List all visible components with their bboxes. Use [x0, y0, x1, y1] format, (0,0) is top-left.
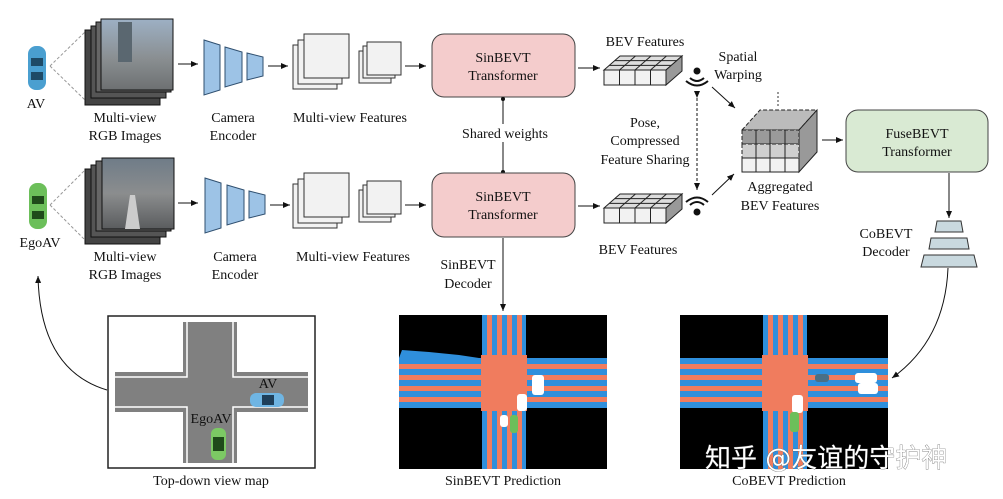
aggregated-bev-features-cube — [740, 92, 819, 174]
bev-features-label-top: BEV Features — [606, 35, 685, 50]
feature-sharing-line3: Feature Sharing — [600, 153, 689, 168]
map-av-label: AV — [259, 377, 277, 392]
aggregated-label-line2: BEV Features — [741, 199, 820, 214]
top-down-view-map: AV EgoAV — [107, 315, 316, 469]
wifi-signal-icon — [685, 196, 709, 216]
fusebevt-label-line2: Transformer — [882, 145, 952, 160]
feature-sharing-line2: Compressed — [610, 134, 679, 149]
vehicle-icon — [500, 415, 508, 427]
cobevt-prediction-caption: CoBEVT Prediction — [732, 474, 846, 489]
sinbevt-prediction-map — [399, 315, 607, 469]
sinbevt-label-line2: Transformer — [468, 69, 538, 84]
rgb-images-label-line2: RGB Images — [89, 129, 162, 144]
sinbevt-label-line2: Transformer — [468, 208, 538, 223]
rgb-images-label-line1: Multi-view — [94, 111, 158, 126]
multiview-features-label: Multi-view Features — [293, 111, 407, 126]
ego-av-label: EgoAV — [20, 236, 61, 251]
shared-weights-label: Shared weights — [462, 127, 548, 142]
cobevt-prediction-map — [680, 315, 888, 469]
fusebevt-label-line1: FuseBEVT — [886, 127, 949, 142]
fusebevt-transformer: FuseBEVT Transformer — [845, 109, 989, 173]
av-label: AV — [27, 97, 45, 112]
cobevt-decoder-label-line2: Decoder — [862, 245, 910, 260]
av-car-icon — [28, 46, 46, 90]
top-down-map-caption: Top-down view map — [153, 474, 269, 489]
sinbevt-decoder-label-line1: SinBEVT — [440, 258, 496, 273]
vehicle-icon — [815, 374, 829, 382]
rgb-images-label-line2: RGB Images — [89, 268, 162, 283]
feature-sharing-line1: Pose, — [630, 116, 660, 131]
vehicle-icon — [858, 383, 878, 394]
sinbevt-label-line1: SinBEVT — [475, 190, 531, 205]
map-ego-av-label: EgoAV — [191, 412, 232, 427]
bev-features-label-bottom: BEV Features — [599, 243, 678, 258]
av-rgb-images — [84, 18, 174, 106]
camera-encoder-label-line1: Camera — [213, 250, 257, 265]
ego-sinbevt-transformer: SinBEVT Transformer — [431, 172, 576, 238]
sinbevt-label-line1: SinBEVT — [475, 51, 531, 66]
camera-encoder-label-line1: Camera — [211, 111, 255, 126]
ego-av-car-icon — [29, 183, 47, 229]
cobevt-decoder — [920, 220, 978, 268]
camera-encoder-label-line2: Encoder — [210, 129, 257, 144]
road-noise — [399, 350, 479, 358]
vehicle-icon — [792, 395, 803, 413]
av-multiview-features — [292, 33, 402, 90]
av-camera-encoder — [203, 39, 264, 96]
aggregated-label-line1: Aggregated — [747, 180, 812, 195]
vehicle-icon — [855, 373, 877, 383]
vehicle-icon — [517, 394, 527, 411]
bev-cell-line — [634, 193, 652, 209]
wifi-signal-icon — [685, 67, 709, 87]
multiview-features-label: Multi-view Features — [296, 250, 410, 265]
bev-cell-line — [634, 55, 652, 71]
ego-multiview-features — [292, 172, 402, 229]
arrow-icon — [711, 86, 736, 109]
cobevt-decoder-label-line1: CoBEVT — [860, 227, 913, 242]
vehicle-icon — [532, 375, 544, 395]
ego-bev-features-grid — [602, 192, 684, 225]
spatial-warping-line1: Spatial — [719, 50, 758, 65]
watermark: 知乎 @友谊的守护神 — [705, 444, 947, 474]
view-cone — [49, 31, 86, 101]
sinbevt-decoder-label-line2: Decoder — [444, 277, 492, 292]
av-sinbevt-transformer: SinBEVT Transformer — [431, 33, 576, 98]
ego-rgb-images — [84, 157, 175, 245]
arrow-icon — [35, 275, 108, 391]
vehicle-icon — [510, 415, 518, 433]
arrow-icon — [891, 267, 949, 379]
map-av-car-icon — [250, 393, 284, 407]
bev-cell-line — [650, 193, 667, 209]
bev-cell-line — [619, 193, 636, 209]
sinbevt-prediction-caption: SinBEVT Prediction — [445, 474, 561, 489]
camera-encoder-label-line2: Encoder — [212, 268, 259, 283]
rgb-images-label-line1: Multi-view — [94, 250, 158, 265]
spatial-warping-line2: Warping — [714, 68, 762, 83]
bev-cell-line — [650, 55, 667, 71]
ego-camera-encoder — [204, 177, 266, 234]
bev-cell-line — [619, 55, 636, 71]
arrow-icon — [711, 173, 735, 196]
map-ego-car-icon — [211, 428, 226, 460]
vehicle-icon — [790, 412, 799, 432]
av-bev-features-grid — [602, 54, 684, 87]
view-cone — [49, 169, 86, 241]
